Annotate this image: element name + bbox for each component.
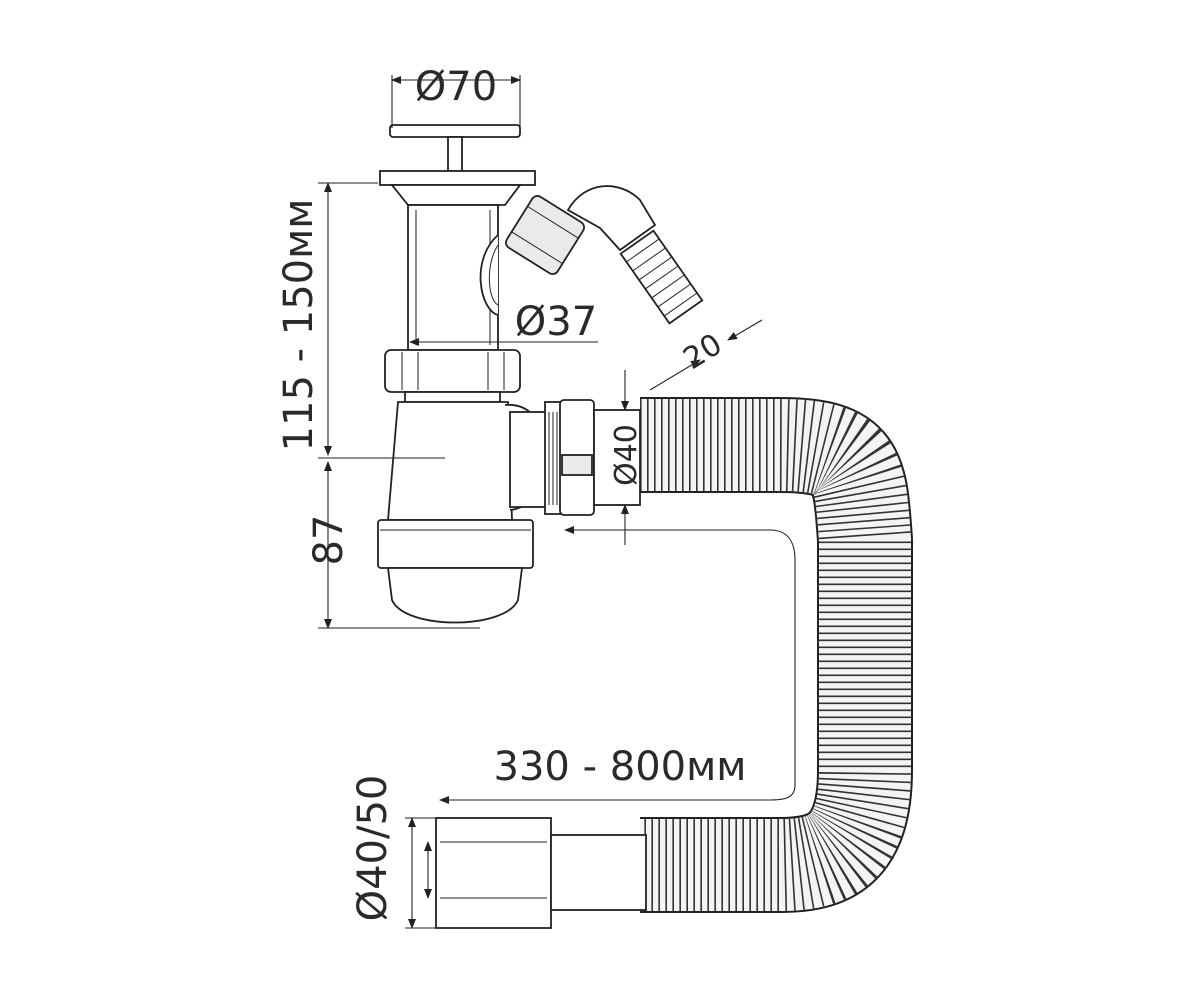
bottom-outlet-pipe	[435, 817, 647, 929]
pipe-diameter-label: Ø40	[609, 424, 644, 486]
drain-grate	[379, 124, 536, 206]
outlet-diameter-label: Ø37	[515, 299, 597, 345]
side-outlet-connector	[509, 399, 641, 516]
corrugated-hose	[640, 397, 913, 913]
overflow-elbow	[479, 185, 704, 325]
dimension-lines	[318, 75, 796, 929]
bowl-height-label: 87	[306, 515, 352, 566]
height-range-label: 115 - 150мм	[276, 199, 322, 452]
hose-length-label: 330 - 800мм	[494, 744, 747, 790]
outlet-bottom-label: Ø40/50	[350, 775, 396, 922]
grate-diameter-label: Ø70	[415, 64, 497, 110]
coupling-nut	[384, 349, 521, 403]
